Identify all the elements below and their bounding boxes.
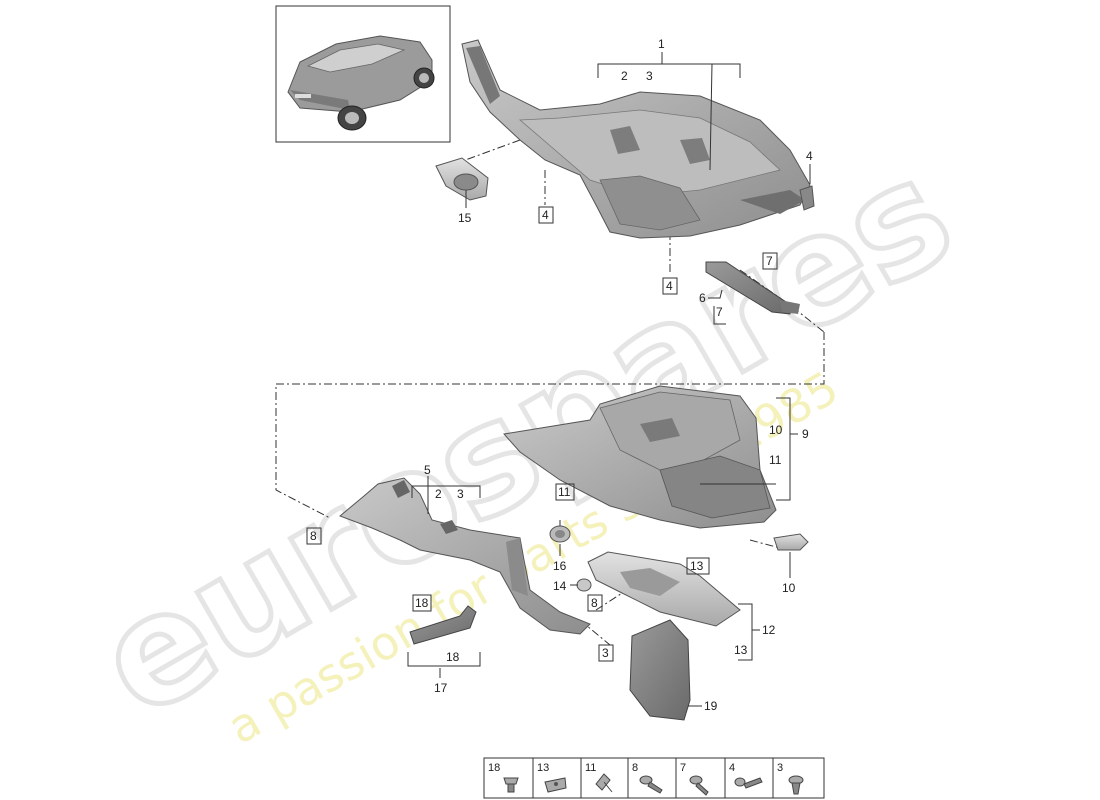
knee-trim-part <box>339 477 591 635</box>
callout-3: 3 <box>646 69 653 83</box>
boxed-callout-labels: 4 4 7 11 8 13 8 3 18 <box>310 208 773 660</box>
callout-17: 17 <box>434 681 448 695</box>
callout-12: 12 <box>762 623 776 637</box>
side-panel-part <box>629 619 691 721</box>
cover-part <box>587 551 741 627</box>
boxed-callout-3: 3 <box>602 646 609 660</box>
callout-11: 11 <box>769 453 782 467</box>
callout-10: 10 <box>769 423 783 437</box>
clip-icon <box>503 777 519 793</box>
boxed-callout-8b: 8 <box>591 596 598 610</box>
callout-4: 4 <box>806 149 813 163</box>
callout-2: 2 <box>621 69 628 83</box>
cap-part <box>576 578 592 592</box>
screw-icon <box>689 775 709 796</box>
fastener-label-8: 8 <box>632 762 638 774</box>
screw-icon <box>639 775 663 794</box>
leader-lines <box>407 52 811 707</box>
callout-3b: 3 <box>457 487 464 501</box>
boxed-callout-4b: 4 <box>666 279 673 293</box>
callout-19: 19 <box>704 699 718 713</box>
lower-trim-strip-part <box>409 605 477 645</box>
screw-icon <box>734 777 763 789</box>
vehicle-thumbnail-icon <box>287 35 435 131</box>
callout-18: 18 <box>446 650 460 664</box>
callout-13: 13 <box>734 643 748 657</box>
callout-10b: 10 <box>782 581 796 595</box>
fastener-label-3: 3 <box>777 762 783 774</box>
callout-16: 16 <box>553 559 567 573</box>
callout-7: 7 <box>716 305 723 319</box>
fastener-label-7: 7 <box>680 762 686 774</box>
bracket-part <box>799 185 815 211</box>
callout-2b: 2 <box>435 487 442 501</box>
fastener-label-11: 11 <box>585 762 596 774</box>
boxed-callout-13: 13 <box>690 559 704 573</box>
clip-icon <box>544 777 567 793</box>
fastener-strip: 18 13 11 8 7 4 3 <box>483 757 825 799</box>
callout-1: 1 <box>658 37 665 51</box>
callout-labels: 1 2 3 4 15 6 7 10 9 11 5 2 3 16 14 10 12… <box>424 37 813 713</box>
boxed-callout-11: 11 <box>558 485 571 499</box>
boxed-callout-8a: 8 <box>310 529 317 543</box>
boxed-callout-18: 18 <box>415 596 429 610</box>
boxed-callout-7: 7 <box>766 254 773 268</box>
callout-15: 15 <box>458 211 472 225</box>
boxed-callout-4a: 4 <box>542 208 549 222</box>
callout-14: 14 <box>553 579 567 593</box>
callout-5: 5 <box>424 463 431 477</box>
trim-strip-part <box>705 261 800 315</box>
floor-covering-part <box>461 39 811 239</box>
glove-box-part <box>503 385 777 529</box>
bezel-part <box>435 157 489 201</box>
screw-icon <box>788 775 804 795</box>
boxed-callouts <box>306 206 778 662</box>
fastener-label-13: 13 <box>537 762 549 774</box>
fastener-label-18: 18 <box>488 762 500 774</box>
fastener-label-4: 4 <box>729 762 735 774</box>
grommet-part <box>549 525 571 543</box>
callout-6: 6 <box>699 291 706 305</box>
vehicle-thumbnail <box>275 5 451 143</box>
clip-icon <box>595 773 613 793</box>
callout-9: 9 <box>802 427 809 441</box>
lamp-part <box>773 533 809 551</box>
